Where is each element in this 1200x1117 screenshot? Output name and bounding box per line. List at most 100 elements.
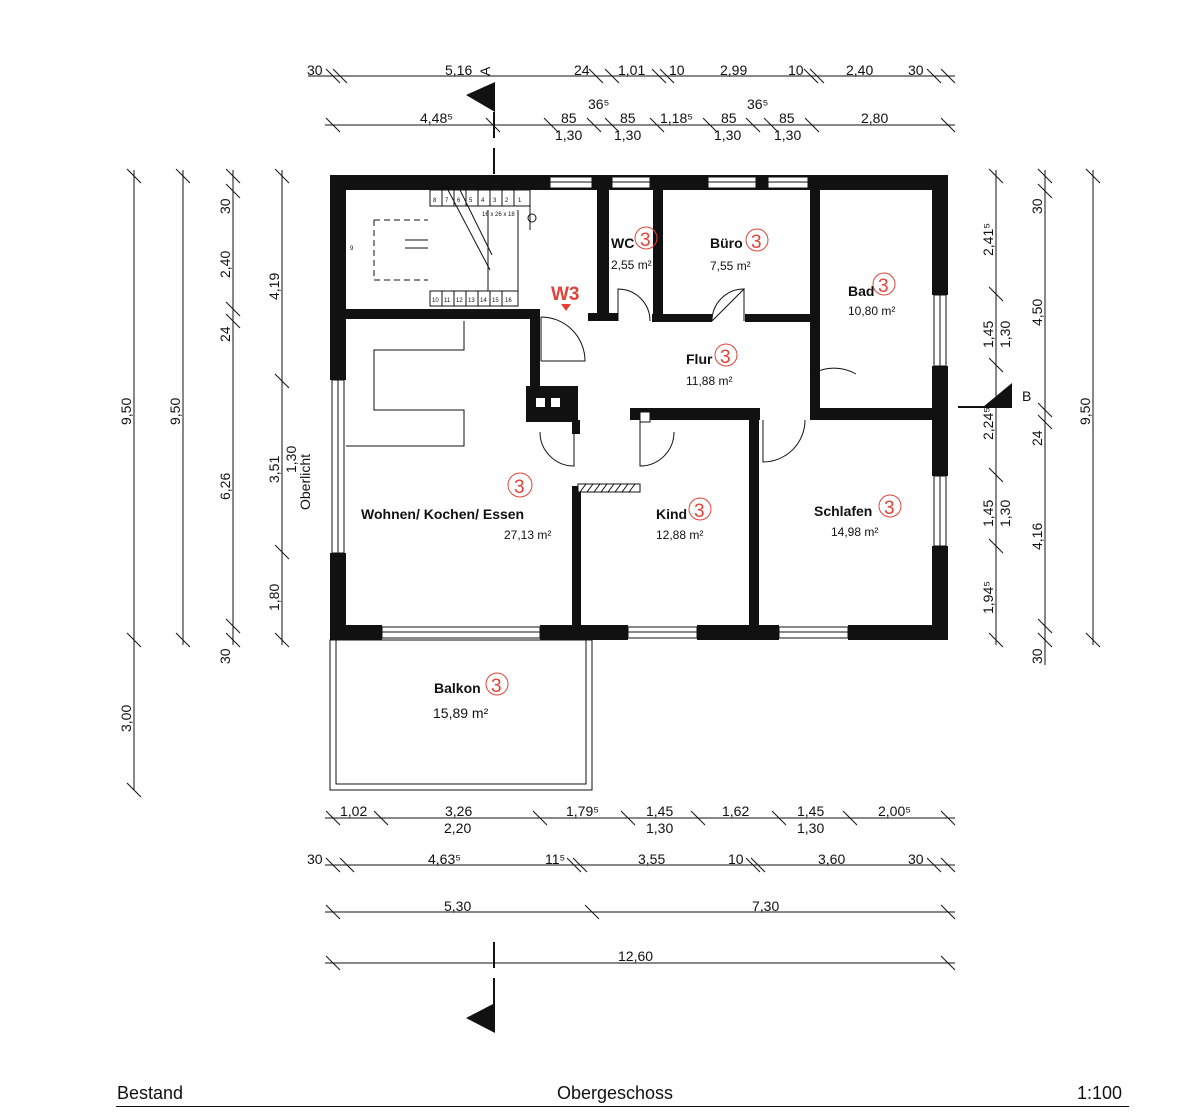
room-bad-marker — [872, 272, 896, 296]
dim-bottom-1-5: 1,45 — [797, 803, 824, 819]
kitchen-counter — [346, 321, 465, 447]
dim-top-1-6: 10 — [788, 62, 804, 78]
dim-left-4-sub-0: 1,30 — [283, 446, 299, 473]
stair-step: 12 — [456, 298, 463, 304]
room-balkon-name: Balkon — [434, 680, 481, 696]
dim-right-2-0: 30 — [1029, 198, 1045, 214]
ticks-left — [126, 168, 290, 798]
dim-top-2-3: 1,18⁵ — [660, 110, 693, 126]
dim-bottom-1-sub-1: 1,30 — [646, 820, 673, 836]
dim-top-2-sub-2: 1,30 — [714, 127, 741, 143]
dim-left-4-0: 4,19 — [266, 273, 282, 300]
stair-step: 3 — [493, 198, 497, 204]
dim-bottom-2-2: 11⁵ — [545, 851, 565, 867]
stair-spec: 16 x 26 x 18 — [482, 212, 515, 218]
dim-right-2-3: 4,16 — [1029, 523, 1045, 550]
dim-top-2-sub-3: 1,30 — [774, 127, 801, 143]
stair-step: 16 — [505, 298, 512, 304]
oberlicht-label: Oberlicht — [297, 454, 313, 510]
room-buero-area: 7,55 m² — [710, 259, 751, 273]
section-b-label: B — [1022, 388, 1031, 404]
room-kind-area: 12,88 m² — [656, 528, 703, 542]
dim-top-1-7: 2,40 — [846, 62, 873, 78]
footer-status: Bestand — [117, 1083, 184, 1103]
stair-step: 10 — [432, 298, 439, 304]
dim-bottom-4-0: 12,60 — [618, 948, 653, 964]
dim-bottom-1-3: 1,45 — [646, 803, 673, 819]
stair-step: 2 — [505, 198, 509, 204]
balcony — [329, 639, 593, 791]
room-wc-marker — [634, 226, 658, 250]
room-buero-name: Büro — [710, 235, 743, 251]
stair-step: 1 — [518, 198, 522, 204]
dim-left-1-1: 3,00 — [118, 705, 134, 732]
doors — [539, 287, 857, 467]
section-a-top: A — [466, 66, 495, 180]
stair-step: 6 — [457, 198, 461, 204]
room-wohnen-marker — [507, 472, 533, 498]
dim-right-1-0: 2,41⁵ — [980, 223, 996, 256]
staircase — [373, 189, 537, 307]
dim-left-4-2: 1,80 — [266, 584, 282, 611]
dim-right-1-sub-0: 1,30 — [997, 321, 1013, 348]
room-kind-marker — [688, 497, 712, 521]
dim-top-1-8: 30 — [908, 62, 924, 78]
room-bad-area: 10,80 m² — [848, 304, 895, 318]
room-flur-marker-number: 3 — [720, 347, 731, 368]
room-buero-marker — [745, 228, 769, 252]
dim-top-2-6: 2,80 — [861, 110, 888, 126]
dim-bottom-2-6: 30 — [908, 851, 924, 867]
dim-left-3-2: 24 — [217, 326, 233, 342]
stair-step: 15 — [492, 298, 499, 304]
dimension-lines — [133, 75, 1094, 964]
dim-top-1-4: 10 — [669, 62, 685, 78]
room-flur-marker — [714, 343, 738, 367]
dim-right-2-2: 24 — [1029, 430, 1045, 446]
window-marker-arrow — [561, 304, 571, 311]
dim-top-2-5: 85 — [779, 110, 795, 126]
dim-left-3-1: 2,40 — [217, 251, 233, 278]
room-flur-area: 11,88 m² — [686, 374, 732, 388]
room-schlafen-marker-number: 3 — [884, 498, 895, 519]
dim-right-1-4: 1,94⁵ — [980, 581, 996, 614]
dim-bottom-2-1: 4,63⁵ — [428, 851, 461, 867]
room-wohnen-marker-number: 3 — [514, 477, 525, 498]
dim-left-3-4: 30 — [217, 648, 233, 664]
dim-top-1-2: 24 — [574, 62, 590, 78]
room-wc-area: 2,55 m² — [611, 258, 652, 272]
section-b: B — [958, 383, 1031, 408]
stair-step: 4 — [481, 198, 485, 204]
room-balkon-area: 15,89 m² — [433, 705, 489, 721]
ticks-top-1 — [325, 68, 956, 84]
room-balkon-marker-number: 3 — [491, 676, 502, 697]
room-buero-marker-number: 3 — [751, 232, 762, 253]
room-balkon-marker — [485, 672, 509, 696]
dim-right-1-3: 1,45 — [980, 500, 996, 527]
dim-top-1-5: 2,99 — [720, 62, 747, 78]
dim-top-1-1: 5,16 — [445, 62, 472, 78]
room-kind-marker-number: 3 — [694, 501, 705, 522]
dim-bottom-2-0: 30 — [307, 851, 323, 867]
dim-left-1-0: 9,50 — [118, 398, 134, 425]
dim-right-1-1: 1,45 — [980, 321, 996, 348]
stair-numbers: 8 7 6 5 4 3 2 1 10 11 12 13 14 15 16 9 1… — [350, 198, 522, 304]
dim-bottom-2-3: 3,55 — [638, 851, 665, 867]
room-kind-name: Kind — [656, 506, 687, 522]
dim-bottom-2-5: 3,60 — [818, 851, 845, 867]
dim-right-2-1: 4,50 — [1029, 299, 1045, 326]
room-schlafen-area: 14,98 m² — [831, 525, 878, 539]
stair-step: 5 — [469, 198, 473, 204]
footer-floor-title: Obergeschoss — [557, 1083, 674, 1103]
dim-bottom-1-6: 2,00⁵ — [878, 803, 911, 819]
dim-bottom-1-4: 1,62 — [722, 803, 749, 819]
dim-top-2-sub-0: 1,30 — [555, 127, 582, 143]
room-flur-name: Flur — [686, 351, 713, 367]
dim-top-1-3: 1,01 — [618, 62, 645, 78]
ticks-bottom — [325, 810, 956, 971]
walls — [330, 175, 948, 640]
section-a-bottom — [466, 942, 495, 1033]
dim-bottom-1-2: 1,79⁵ — [566, 803, 599, 819]
window-marker-label: W3 — [551, 284, 580, 305]
room-wohnen-name: Wohnen/ Kochen/ Essen — [361, 506, 524, 522]
